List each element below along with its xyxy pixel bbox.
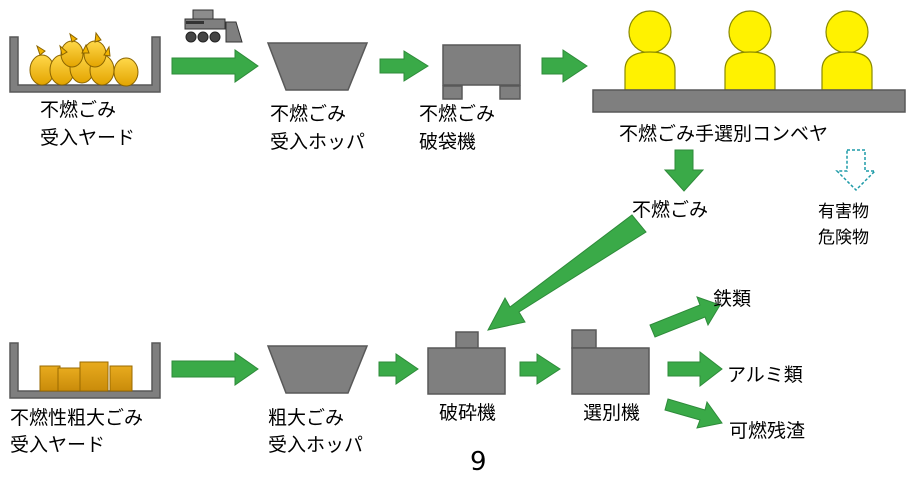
- page-number: 9: [470, 447, 487, 477]
- flow-arrow-conveyor-down: [663, 149, 705, 192]
- bulky-yard-label-1: 不燃性粗大ごみ: [10, 407, 143, 429]
- flow-arrow-bulky-yard-to-hopper: [171, 352, 259, 386]
- bulky-hopper-label-2: 受入ホッパ: [268, 434, 363, 456]
- unburnable-receiving-yard: [9, 31, 161, 93]
- front-loader-icon: [184, 9, 243, 43]
- bag-breaker-label-2: 破袋機: [419, 131, 476, 153]
- separator-label: 選別機: [583, 402, 640, 424]
- hazardous-label-2: 危険物: [818, 228, 869, 248]
- hazardous-output-arrow: [835, 149, 877, 192]
- separator-machine: [571, 329, 650, 395]
- bulky-hopper-label-1: 粗大ごみ: [268, 407, 344, 429]
- bulky-receiving-yard: [9, 342, 161, 399]
- unburnable-yard-label-2: 受入ヤード: [40, 127, 135, 149]
- hazardous-label-1: 有害物: [818, 202, 869, 222]
- worker-icon: [624, 10, 676, 91]
- flow-arrow-yard-to-hopper: [171, 49, 259, 83]
- worker-icon: [821, 10, 873, 91]
- worker-icon: [724, 10, 776, 91]
- unburnable-hopper-label-1: 不燃ごみ: [270, 103, 346, 125]
- flow-arrow-hopper-to-crusher: [378, 353, 419, 385]
- crusher-label: 破砕機: [439, 402, 496, 424]
- garbage-bag-icons: [29, 31, 139, 87]
- bag-breaker-label-1: 不燃ごみ: [419, 103, 495, 125]
- worker-icons: [624, 10, 873, 91]
- bulky-box-icons: [39, 361, 133, 392]
- bag-breaker-machine: [442, 44, 521, 100]
- iron-label: 鉄類: [713, 288, 751, 310]
- crusher-machine: [427, 331, 506, 395]
- bulky-yard-label-2: 受入ヤード: [10, 434, 105, 456]
- flow-arrow-to-combustible: [664, 398, 723, 429]
- flow-arrow-crusher-to-separator: [519, 353, 561, 385]
- hand-sorting-conveyor: [592, 89, 906, 113]
- unburnable-hopper-label-2: 受入ホッパ: [270, 131, 365, 153]
- conveyor-label: 不燃ごみ手選別コンベヤ: [619, 123, 828, 145]
- flow-arrow-bag-breaker-to-conveyor: [541, 49, 588, 83]
- unburnable-output-label: 不燃ごみ: [632, 199, 708, 221]
- flow-arrow-to-iron: [649, 296, 721, 338]
- aluminum-label: アルミ類: [727, 364, 803, 386]
- flow-arrow-hopper-to-bag-breaker: [379, 50, 429, 82]
- bulky-receiving-hopper: [266, 345, 369, 394]
- combustible-label: 可燃残渣: [729, 420, 805, 442]
- flow-arrow-to-crusher: [487, 214, 647, 331]
- unburnable-yard-label-1: 不燃ごみ: [40, 99, 116, 121]
- flow-arrow-to-aluminum: [667, 350, 723, 388]
- unburnable-receiving-hopper: [266, 42, 369, 91]
